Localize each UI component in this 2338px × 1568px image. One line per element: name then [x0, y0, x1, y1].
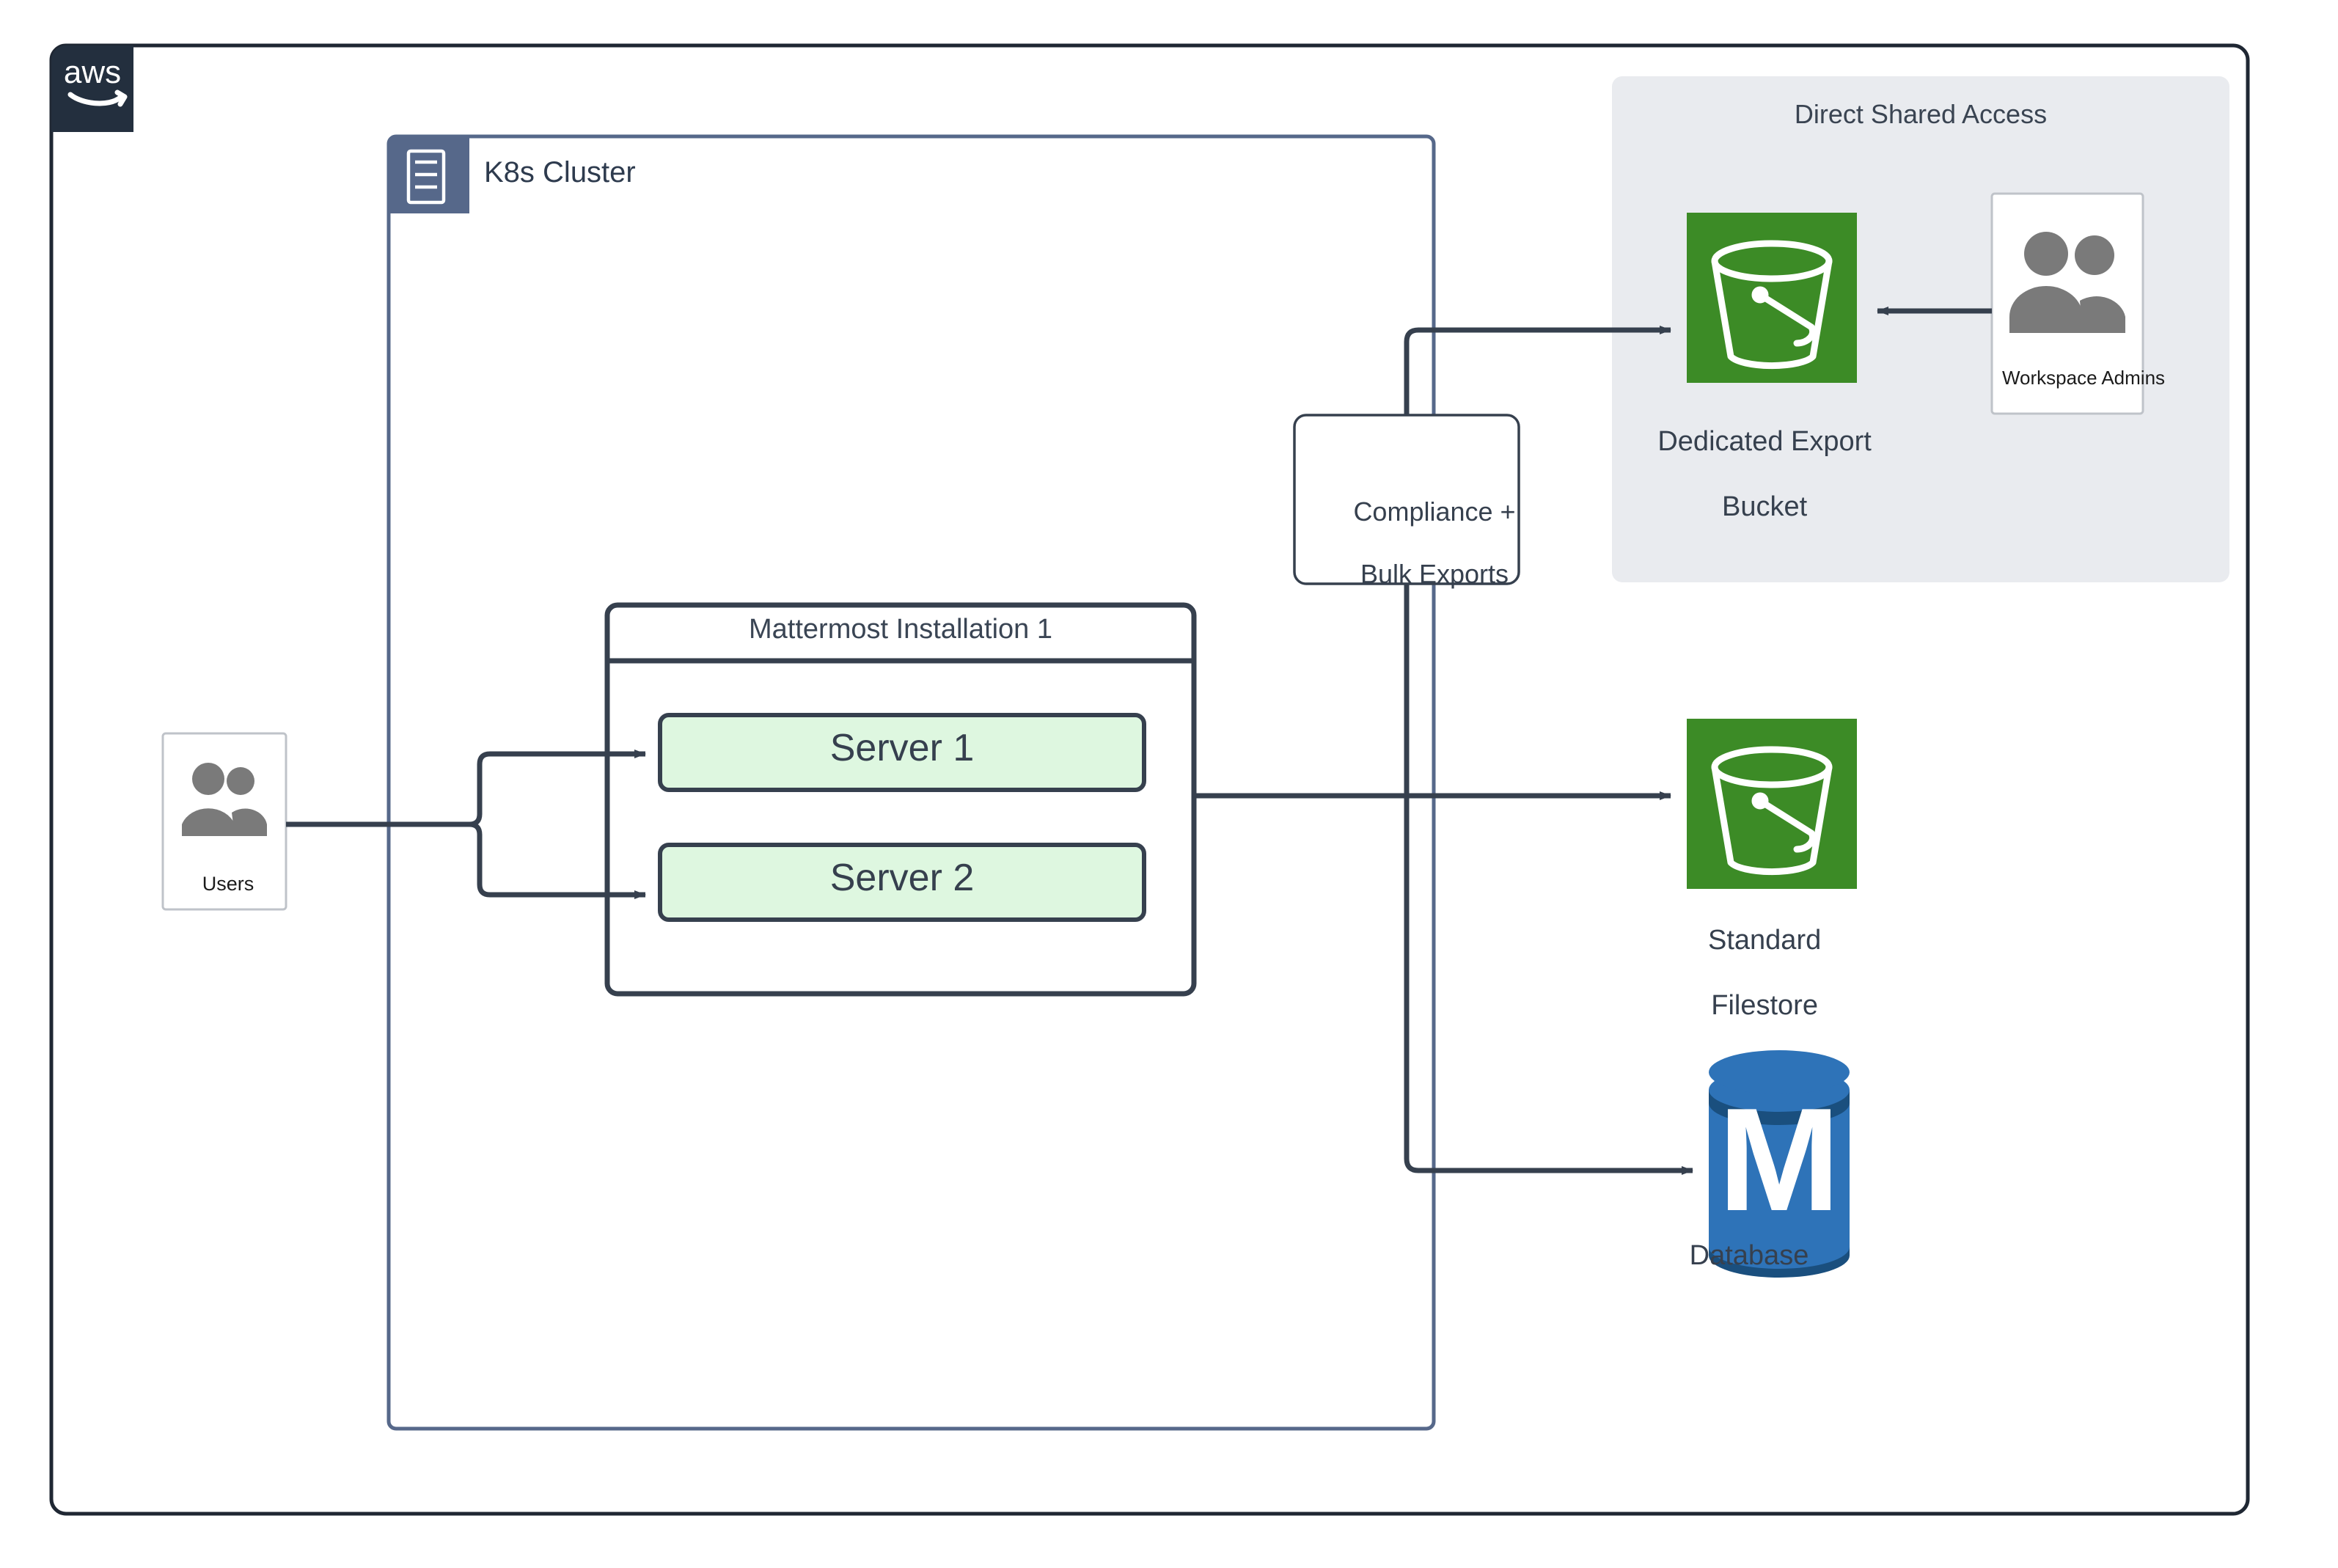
users-icon	[182, 763, 267, 836]
dedicated-export-bucket-label: Dedicated Export Bucket	[1577, 392, 1921, 557]
aws-logo-wordmark: aws	[64, 54, 128, 107]
database-label: Database	[1689, 1240, 1809, 1271]
compliance-bulk-exports-label: Compliance + Bulk Exports	[1310, 466, 1530, 621]
filestore-line-2: Filestore	[1711, 990, 1818, 1022]
server-1-box	[658, 713, 1146, 792]
mattermost-database-icon: M	[1709, 1050, 1850, 1278]
server-1-label: Server 1	[829, 727, 975, 769]
workspace-admins-label: Workspace Admins	[2001, 367, 2166, 389]
mattermost-installation-title: Mattermost Installation 1	[749, 614, 1052, 645]
export-bucket-line-2: Bucket	[1722, 491, 1808, 523]
standard-filestore-icon	[1687, 719, 1857, 889]
dedicated-export-bucket-icon	[1687, 213, 1857, 383]
direct-shared-access-title: Direct Shared Access	[1794, 99, 2048, 129]
connector-fork-to-server-2	[469, 821, 646, 899]
export-bucket-line-1: Dedicated Export	[1657, 425, 1872, 457]
filestore-line-1: Standard	[1708, 924, 1822, 956]
connector-compliance-to-export-bucket	[1404, 326, 1671, 415]
connector-compliance-to-database	[1404, 584, 1693, 1175]
standard-filestore-label: Standard Filestore	[1580, 891, 1918, 1055]
aws-logo-badge	[51, 45, 133, 132]
k8s-cluster-label: K8s Cluster	[484, 156, 636, 188]
svg-text:aws: aws	[64, 54, 121, 90]
users-label: Users	[202, 873, 254, 895]
server-2-label: Server 2	[829, 857, 975, 899]
server-rack-icon	[406, 149, 446, 205]
compliance-line-1: Compliance +	[1353, 497, 1516, 527]
compliance-line-2: Bulk Exports	[1360, 559, 1509, 590]
workspace-admins-users-icon	[2009, 232, 2125, 333]
svg-text:M: M	[1718, 1078, 1841, 1242]
server-2-box	[658, 843, 1146, 922]
